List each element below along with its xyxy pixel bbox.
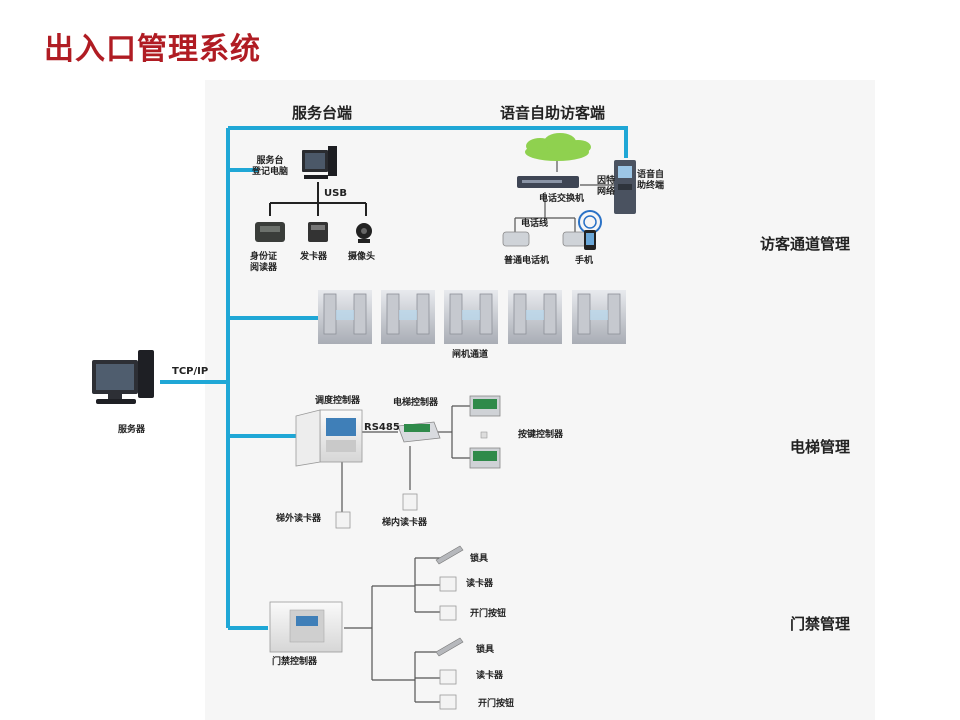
camera-label: 摄像头 [348, 252, 376, 262]
dispatch-ctrl-label: 调度控制器 [315, 396, 361, 406]
mobile-icon [578, 210, 602, 250]
id-reader-label: 身份证 阅读器 [250, 252, 278, 273]
cloud-icon [525, 133, 591, 161]
section-access: 门禁管理 [790, 615, 851, 633]
lock-1-label: 锁具 [470, 554, 489, 564]
turnstile-gates [318, 290, 626, 344]
usb-tree [269, 182, 367, 216]
lock-2-label: 锁具 [476, 645, 495, 655]
network-label: 因特 网络 [597, 176, 616, 197]
inner-reader-label: 梯内读卡器 [382, 518, 428, 528]
button-controller-icons [469, 395, 501, 469]
section-elevator: 电梯管理 [790, 438, 851, 456]
landline-icon [502, 231, 590, 247]
header-voice-kiosk: 语音自助访客端 [500, 104, 606, 122]
camera-icon [356, 223, 372, 243]
id-reader-icon [255, 222, 285, 242]
page-title: 出入口管理系统 [44, 32, 261, 67]
reader-1-label: 读卡器 [466, 579, 494, 589]
turnstile-label: 闸机通道 [452, 350, 489, 360]
tcpip-label: TCP/IP [172, 366, 209, 377]
server-label: 服务器 [118, 425, 146, 435]
server-icon [92, 350, 154, 404]
landline-label: 普通电话机 [504, 256, 550, 266]
usb-label: USB [324, 188, 347, 199]
elevator-ctrl-label: 电梯控制器 [393, 398, 439, 408]
phone-switch-icon [517, 176, 579, 188]
outer-reader-label: 梯外读卡器 [276, 514, 322, 524]
desk-computer-icon [302, 146, 337, 179]
inner-reader-icon [402, 493, 418, 511]
elevator-controller-icon [397, 421, 441, 443]
door-controller-icon [269, 601, 343, 653]
thin-links [341, 150, 614, 703]
phone-line-label: 电话线 [521, 219, 549, 229]
connection-lines [160, 126, 628, 630]
exit-button-1-label: 开门按钮 [470, 609, 507, 619]
voice-kiosk-icon [614, 160, 636, 214]
door-ctrl-label: 门禁控制器 [272, 657, 318, 667]
button-ctrl-label: 按键控制器 [518, 430, 564, 440]
mobile-label: 手机 [575, 256, 594, 266]
card-issuer-icon [308, 222, 328, 242]
rs485-label: RS485 [364, 422, 400, 433]
section-visitor: 访客通道管理 [760, 235, 851, 253]
desk-pc-label: 服务台 登记电脑 [252, 156, 289, 177]
voice-kiosk-label: 语音自 助终端 [637, 170, 665, 191]
reader-2-label: 读卡器 [476, 671, 504, 681]
exit-button-2-label: 开门按钮 [478, 699, 515, 709]
dispatch-controller-icon [295, 409, 363, 467]
card-issuer-label: 发卡器 [300, 252, 328, 262]
door-devices [435, 545, 464, 710]
phone-switch-label: 电话交换机 [539, 194, 585, 204]
outer-reader-icon [335, 511, 351, 529]
header-service-desk: 服务台端 [292, 104, 353, 122]
